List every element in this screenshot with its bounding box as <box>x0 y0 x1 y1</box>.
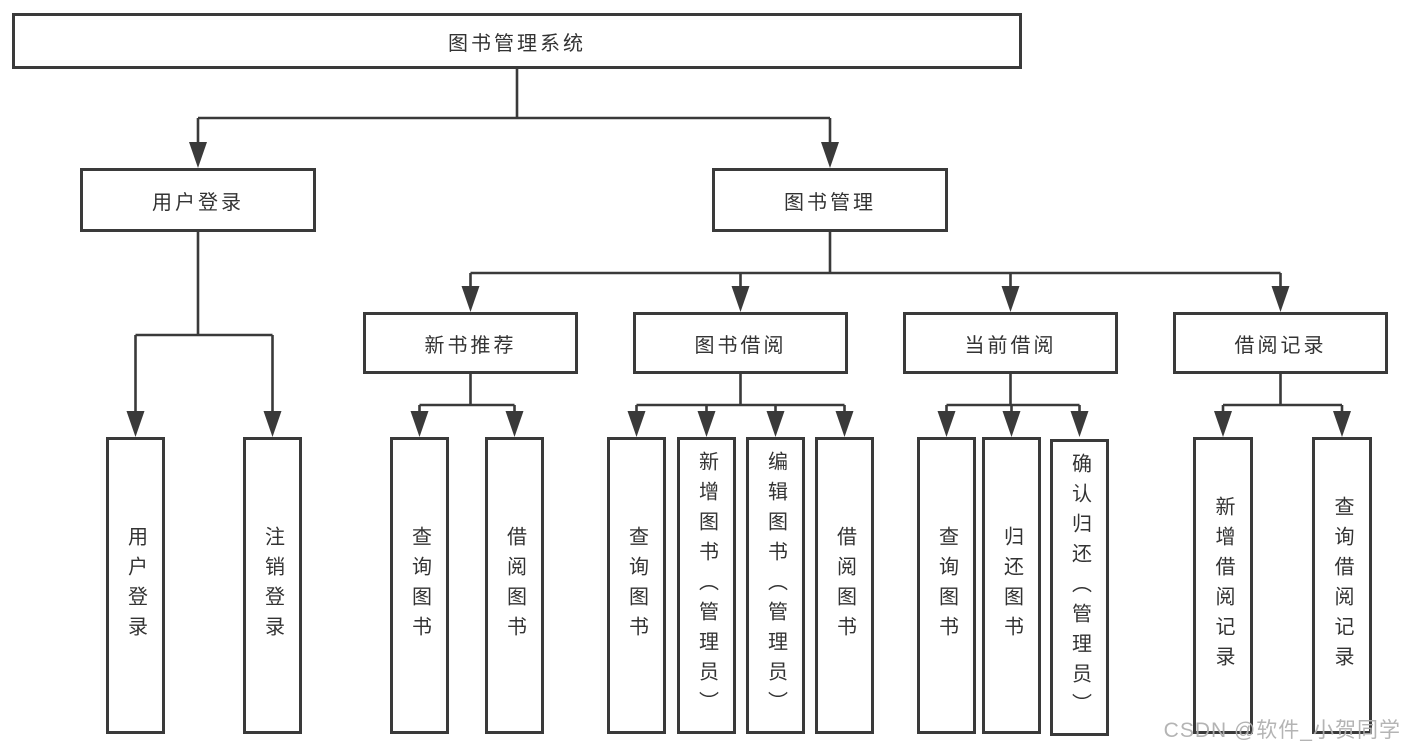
arrowhead-icon <box>937 411 956 437</box>
node-label: 借阅图书 <box>833 525 856 646</box>
connector-currentborrow-to-leaves <box>945 374 1081 415</box>
node-label: 用户登录 <box>152 191 244 214</box>
leaf-query-books-recommend: 查询图书 <box>390 437 449 734</box>
arrowhead-icon <box>697 411 716 437</box>
connector-root-to-level2 <box>196 68 832 146</box>
connector-paths <box>134 68 1344 415</box>
arrowhead-icon <box>1070 411 1089 437</box>
arrowhead-icon <box>1002 411 1021 437</box>
leaf-borrow-books-recommend: 借阅图书 <box>485 437 544 734</box>
leaf-logout: 注销登录 <box>243 437 302 734</box>
arrowhead-icon <box>263 411 282 437</box>
node-label: 确认归还（管理员） <box>1068 452 1091 723</box>
arrowhead-icon <box>627 411 646 437</box>
leaf-user-login: 用户登录 <box>106 437 165 734</box>
node-label: 查询借阅记录 <box>1331 495 1353 676</box>
node-library-system: 图书管理系统 <box>12 13 1022 69</box>
node-label: 新增图书（管理员） <box>695 450 718 721</box>
arrowhead-icon <box>410 411 429 437</box>
leaf-query-books-current: 查询图书 <box>917 437 976 734</box>
leaf-query-books-borrow: 查询图书 <box>607 437 666 734</box>
arrowhead-icon <box>731 286 750 312</box>
connector-bookborrow-to-leaves <box>635 374 846 415</box>
leaf-return-book: 归还图书 <box>982 437 1041 734</box>
node-label: 查询图书 <box>625 525 648 646</box>
node-new-book-recommend: 新书推荐 <box>363 312 578 374</box>
connector-newbook-to-leaves <box>418 374 516 415</box>
leaf-confirm-return-admin: 确认归还（管理员） <box>1050 439 1109 736</box>
arrowhead-icon <box>1271 286 1290 312</box>
node-book-management: 图书管理 <box>712 168 948 232</box>
arrowheads <box>126 142 1351 437</box>
node-label: 编辑图书（管理员） <box>764 450 787 721</box>
node-book-borrow: 图书借阅 <box>633 312 848 374</box>
arrowhead-icon <box>505 411 524 437</box>
connector-borrowrecord-to-leaves <box>1221 374 1344 415</box>
node-label: 归还图书 <box>1000 525 1023 646</box>
node-label: 当前借阅 <box>964 334 1057 357</box>
watermark: CSDN @软件_小贺同学 <box>1163 719 1401 742</box>
node-label: 新增借阅记录 <box>1212 495 1234 676</box>
node-label: 图书管理 <box>784 191 876 214</box>
arrowhead-icon <box>1333 411 1351 437</box>
arrowhead-icon <box>461 286 480 312</box>
node-label: 借阅记录 <box>1234 334 1327 357</box>
node-label: 注销登录 <box>261 525 284 646</box>
arrowhead-icon <box>835 411 854 437</box>
leaf-borrow-books: 借阅图书 <box>815 437 874 734</box>
node-label: 用户登录 <box>124 525 147 646</box>
node-label: 图书管理系统 <box>448 32 586 55</box>
arrowhead-icon <box>821 142 839 168</box>
node-label: 图书借阅 <box>694 334 787 357</box>
leaf-edit-book-admin: 编辑图书（管理员） <box>746 437 805 734</box>
leaf-add-borrow-record: 新增借阅记录 <box>1193 437 1253 734</box>
connector-bookmgmt-to-level3 <box>469 232 1282 290</box>
node-label: 查询图书 <box>935 525 958 646</box>
node-label: 新书推荐 <box>424 334 517 357</box>
arrowhead-icon <box>1001 286 1020 312</box>
arrowhead-icon <box>1214 411 1232 437</box>
connector-userlogin-to-leaves <box>134 232 274 415</box>
leaf-add-book-admin: 新增图书（管理员） <box>677 437 736 734</box>
leaf-query-borrow-record: 查询借阅记录 <box>1312 437 1372 734</box>
node-borrow-records: 借阅记录 <box>1173 312 1388 374</box>
arrowhead-icon <box>766 411 785 437</box>
node-label: 借阅图书 <box>503 525 526 646</box>
node-user-login: 用户登录 <box>80 168 316 232</box>
node-current-borrow: 当前借阅 <box>903 312 1118 374</box>
arrowhead-icon <box>126 411 145 437</box>
node-label: 查询图书 <box>408 525 431 646</box>
arrowhead-icon <box>189 142 207 168</box>
